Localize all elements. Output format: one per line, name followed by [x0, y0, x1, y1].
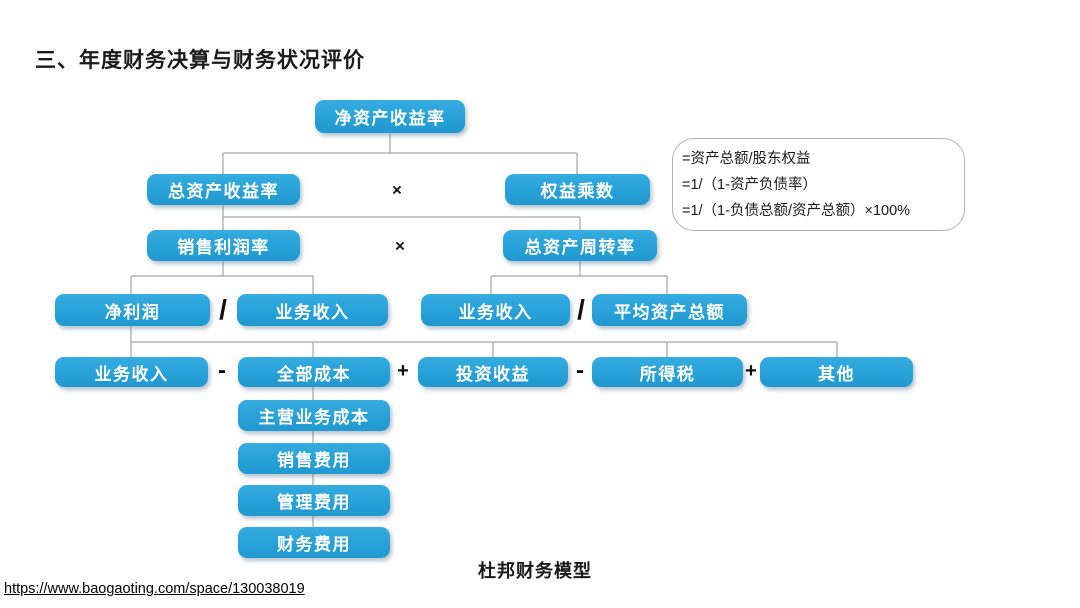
node-total-asset-turnover: 总资产周转率: [503, 230, 657, 261]
node-total-cost: 全部成本: [238, 357, 390, 387]
node-revenue-bottom: 业务收入: [55, 357, 208, 387]
node-income-tax: 所得税: [592, 357, 743, 387]
node-revenue-left: 业务收入: [237, 294, 388, 326]
node-finance-expense: 财务费用: [238, 527, 390, 558]
node-average-total-assets: 平均资产总额: [592, 294, 747, 326]
node-net-profit: 净利润: [55, 294, 210, 326]
source-url-link[interactable]: https://www.baogaoting.com/space/1300380…: [4, 581, 305, 597]
multiply-operator-row2: ×: [392, 180, 402, 200]
note-line-1: =资产总额/股东权益: [682, 151, 811, 167]
divide-operator-left: /: [219, 294, 227, 325]
note-line-2: =1/（1-资产负债率）: [682, 177, 817, 193]
note-line-3: =1/（1-负债总额/资产总额）×100%: [682, 203, 911, 219]
node-sales-profit-margin: 销售利润率: [147, 230, 300, 261]
node-return-on-total-assets: 总资产收益率: [147, 174, 300, 205]
node-selling-expense: 销售费用: [238, 443, 390, 474]
node-investment-income: 投资收益: [418, 357, 568, 387]
node-admin-expense: 管理费用: [238, 485, 390, 516]
page-title: 三、年度财务决算与财务状况评价: [35, 49, 365, 72]
plus-operator-1: +: [397, 360, 409, 382]
minus-operator-2: -: [576, 357, 584, 384]
diagram-caption: 杜邦财务模型: [478, 561, 592, 581]
node-equity-multiplier: 权益乘数: [505, 174, 650, 205]
plus-operator-2: +: [745, 360, 757, 382]
node-revenue-right: 业务收入: [421, 294, 570, 326]
divide-operator-right: /: [577, 294, 585, 325]
minus-operator-1: -: [218, 357, 226, 384]
node-other: 其他: [760, 357, 913, 387]
node-main-business-cost: 主营业务成本: [238, 400, 390, 431]
node-return-on-equity: 净资产收益率: [315, 100, 465, 133]
equity-multiplier-note: =资产总额/股东权益 =1/（1-资产负债率） =1/（1-负债总额/资产总额）…: [672, 138, 965, 231]
multiply-operator-row3: ×: [395, 236, 405, 256]
